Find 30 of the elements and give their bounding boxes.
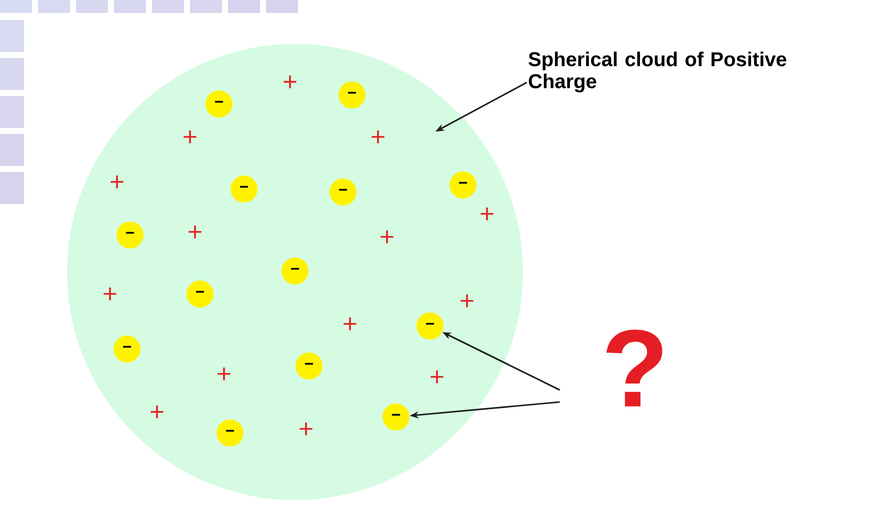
plus-sign: + bbox=[480, 208, 494, 220]
plus-sign: + bbox=[300, 422, 312, 436]
electron: − bbox=[216, 420, 244, 446]
plus-sign: + bbox=[104, 288, 116, 300]
plus-sign: + bbox=[372, 130, 384, 144]
electron: − bbox=[114, 336, 140, 362]
plus-sign: + bbox=[184, 130, 196, 144]
electron: − bbox=[382, 404, 410, 430]
plus-sign: + bbox=[110, 176, 124, 188]
electron: − bbox=[116, 222, 144, 248]
electron: − bbox=[330, 178, 356, 206]
plus-sign: + bbox=[218, 368, 230, 380]
plus-sign: + bbox=[284, 76, 296, 88]
caption-text: Spherical cloud of Positive Charge bbox=[528, 52, 786, 92]
electron: − bbox=[206, 90, 232, 118]
question-mark: ? bbox=[606, 330, 662, 406]
electron: − bbox=[230, 176, 258, 202]
plus-sign: + bbox=[150, 406, 164, 418]
electron: − bbox=[338, 82, 366, 108]
charge-cloud bbox=[67, 44, 523, 500]
plus-sign: + bbox=[188, 226, 202, 238]
plus-sign: + bbox=[380, 230, 394, 244]
plus-sign: + bbox=[460, 294, 474, 308]
electron: − bbox=[416, 312, 444, 340]
plus-sign: + bbox=[430, 370, 444, 384]
electron: − bbox=[450, 172, 476, 198]
electron: − bbox=[186, 280, 214, 308]
plus-sign: + bbox=[344, 318, 356, 330]
electron: − bbox=[296, 352, 322, 380]
electron: − bbox=[282, 258, 308, 284]
